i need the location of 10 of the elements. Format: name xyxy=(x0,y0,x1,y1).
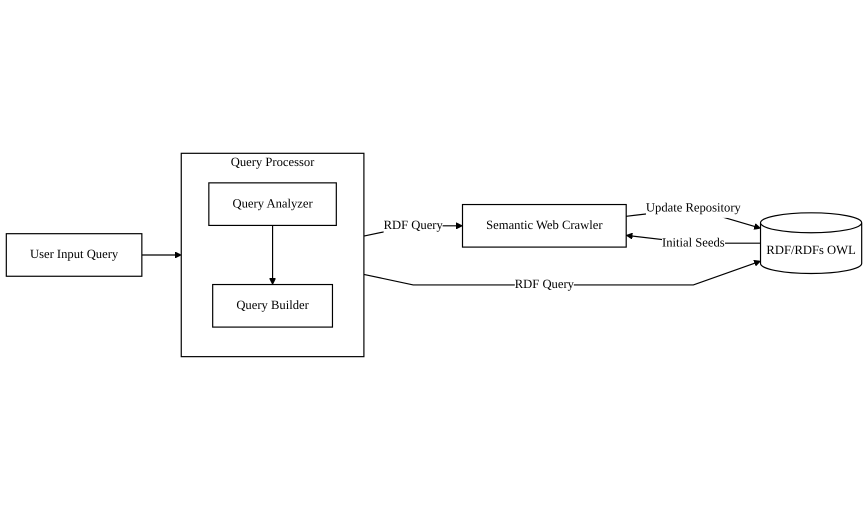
node-box: Semantic Web Crawler xyxy=(462,204,627,248)
edge-label: RDF Query xyxy=(384,218,443,232)
node-box: Query Analyzer xyxy=(208,182,337,226)
edge-label: Initial Seeds xyxy=(662,236,725,250)
node-box: User Input Query xyxy=(6,233,142,277)
arrow xyxy=(142,252,182,258)
edge-label: Update Repository xyxy=(646,201,741,215)
edge-label: RDF Query xyxy=(514,278,574,292)
arrow xyxy=(269,225,276,285)
node-box: Query Builder xyxy=(212,284,334,328)
